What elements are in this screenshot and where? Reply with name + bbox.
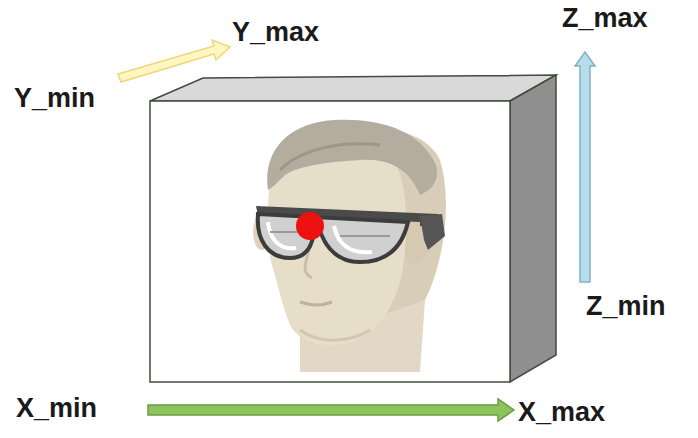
axis-label: Z_max xyxy=(562,4,648,34)
z-axis-arrow xyxy=(575,52,595,282)
x-axis-arrow xyxy=(148,399,514,421)
box-side-face xyxy=(510,75,556,382)
box-top-face xyxy=(150,75,556,101)
glasses xyxy=(256,206,445,262)
axis-label: Y_min xyxy=(14,84,95,114)
y-axis-arrow xyxy=(118,40,230,82)
axis-label: X_max xyxy=(518,398,605,428)
axis-label: X_min xyxy=(16,394,97,424)
marker-dot xyxy=(296,212,324,240)
axis-label: Z_min xyxy=(586,292,666,322)
axis-label: Y_max xyxy=(232,18,319,48)
box-front-face xyxy=(150,101,510,382)
head-figure xyxy=(253,120,446,372)
